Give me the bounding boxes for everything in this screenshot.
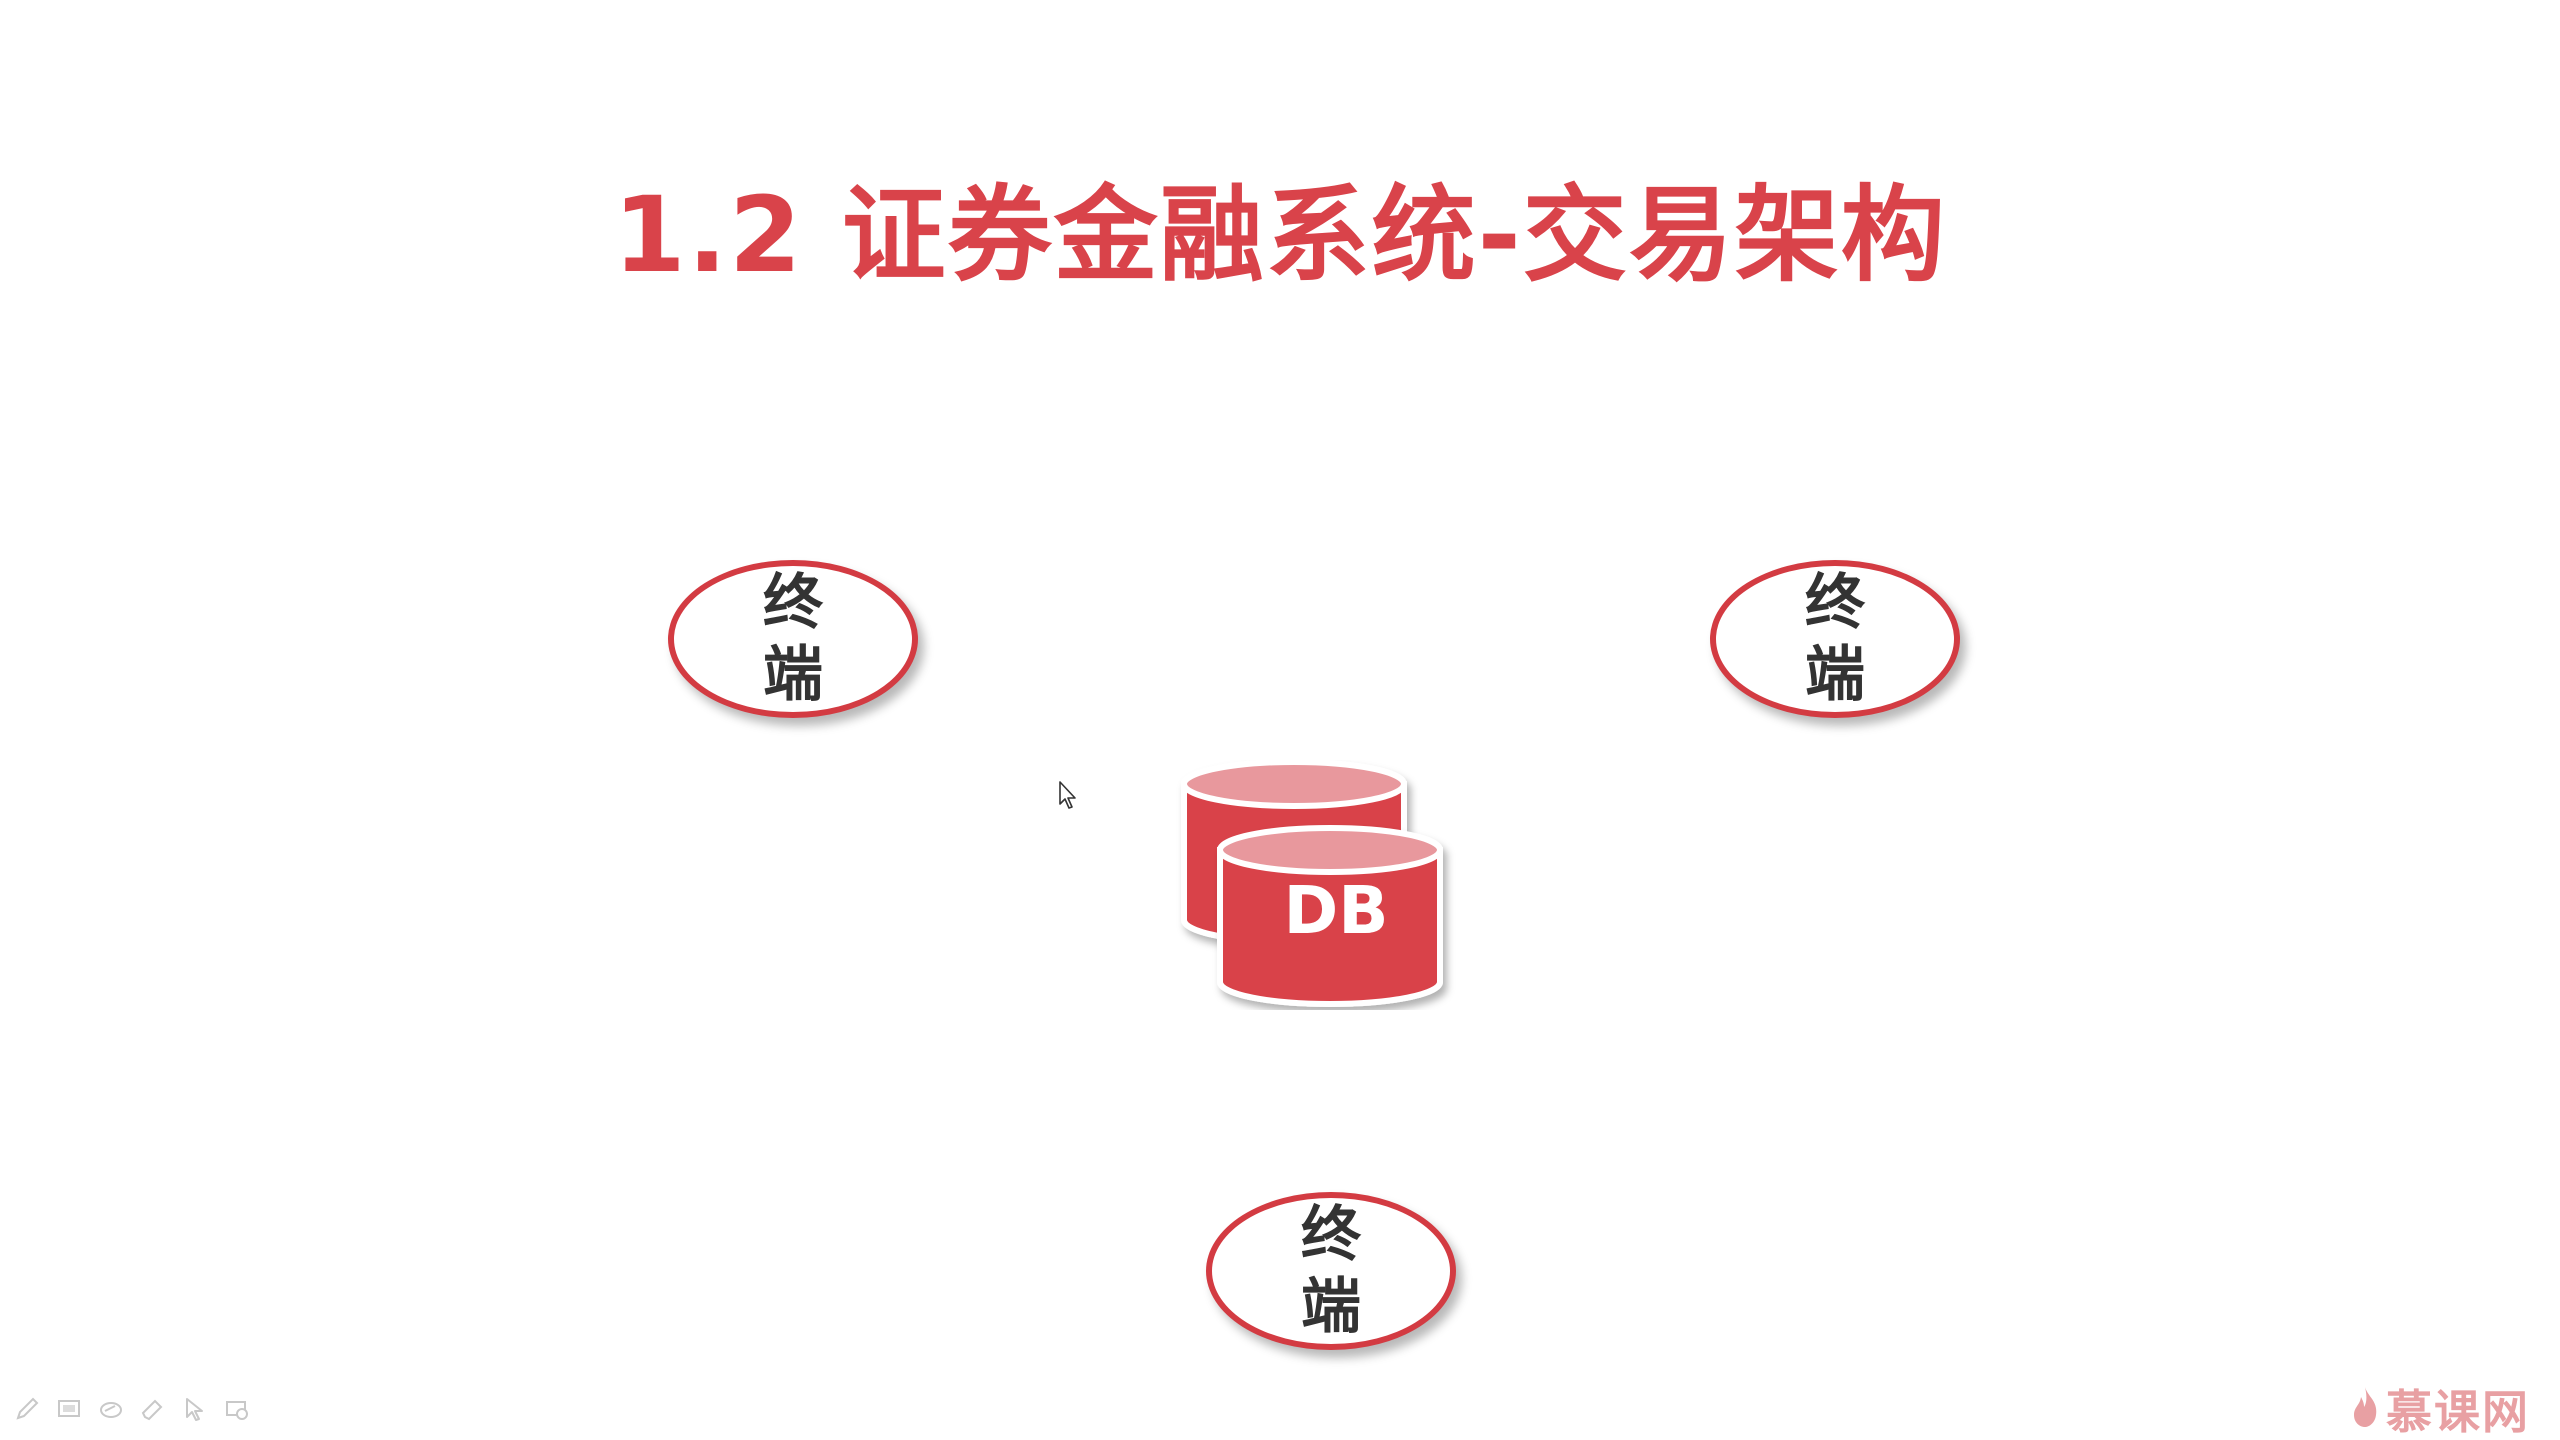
presentation-toolbar [14,1396,250,1422]
terminal-label-line1: 终 [1301,1200,1361,1270]
terminal-label-line2: 端 [1301,1272,1361,1342]
terminal-node-left: 终 端 [668,560,918,718]
terminal-label-line2: 端 [763,640,823,710]
watermark-text: 慕课网 [2386,1385,2530,1439]
slide-title: 1.2 证券金融系统-交易架构 [613,174,1947,296]
terminal-label-line1: 终 [1805,568,1865,638]
pointer-icon[interactable] [182,1396,208,1422]
eraser-icon[interactable] [98,1396,124,1422]
flame-icon [2350,1385,2380,1433]
database-label: DB [1283,872,1389,949]
terminal-node-right: 终 端 [1710,560,1960,718]
highlighter-icon[interactable] [140,1396,166,1422]
database-icon [1181,760,1443,1007]
pen-icon[interactable] [14,1396,40,1422]
terminal-label-line1: 终 [763,568,823,638]
mouse-cursor-icon [1058,780,1080,814]
projector-icon[interactable] [224,1396,250,1422]
imooc-watermark: 慕课网 [2350,1376,2530,1440]
screen-icon[interactable] [56,1396,82,1422]
terminal-node-bottom: 终 端 [1206,1192,1456,1350]
database-node: DB [1170,760,1460,1010]
terminal-label-line2: 端 [1805,640,1865,710]
